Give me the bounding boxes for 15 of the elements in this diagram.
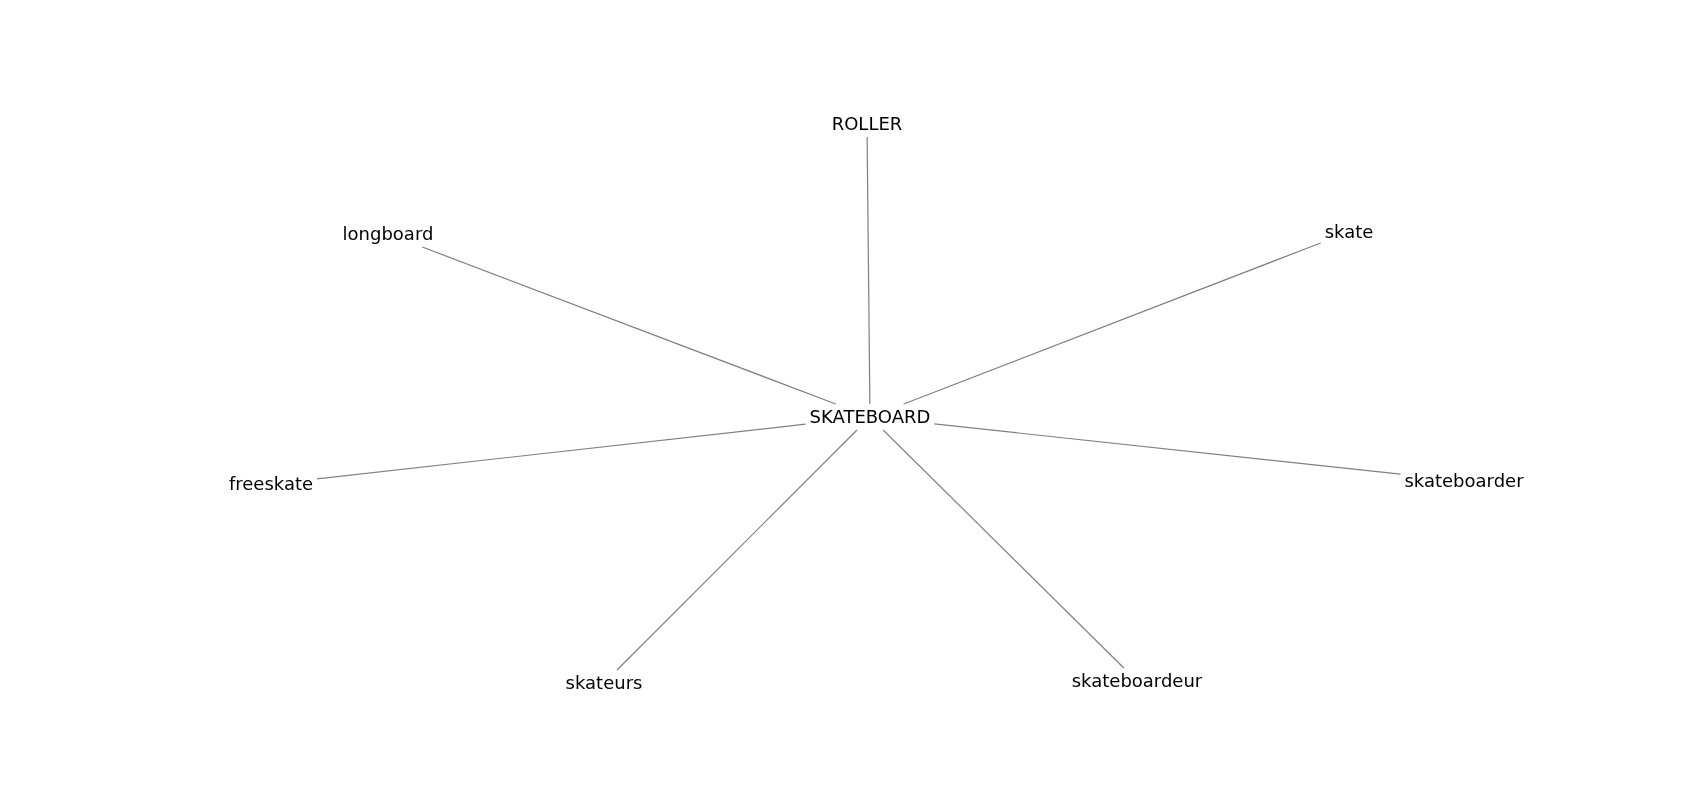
word-label: longboard xyxy=(340,223,436,245)
word-label: SKATEBOARD xyxy=(807,406,933,428)
connector-line xyxy=(616,429,858,671)
word-label: freeskate xyxy=(226,473,316,495)
connector-line xyxy=(933,423,1402,475)
word-label: skate xyxy=(1322,221,1376,243)
word-label: ROLLER xyxy=(829,113,905,135)
connector-line xyxy=(903,242,1322,405)
connector-line xyxy=(882,429,1125,669)
word-label: skateboardeur xyxy=(1069,670,1205,692)
word-label: skateurs xyxy=(563,672,645,694)
connector-line xyxy=(866,136,871,405)
connector-line xyxy=(316,423,807,480)
connector-line xyxy=(421,246,837,405)
word-label: skateboarder xyxy=(1402,470,1526,492)
